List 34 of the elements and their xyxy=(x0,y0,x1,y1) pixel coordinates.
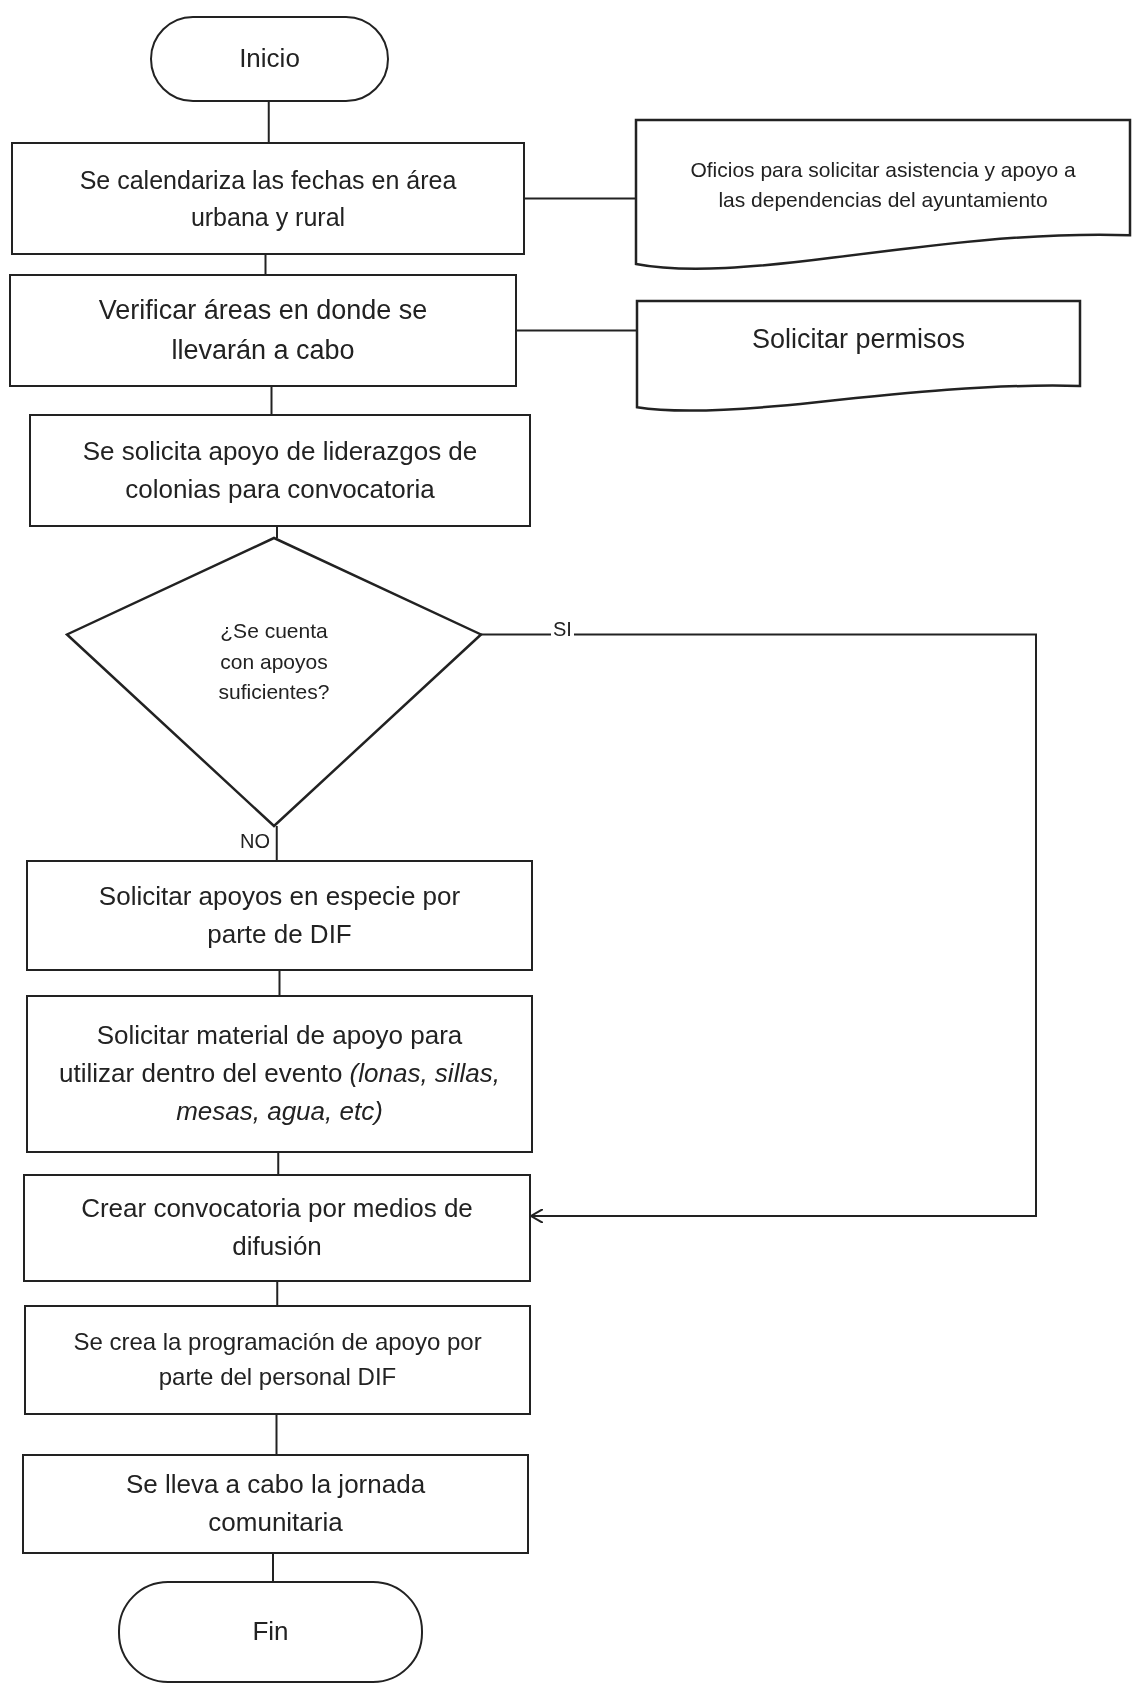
process-box xyxy=(24,1305,531,1415)
process-box xyxy=(26,860,533,971)
connector xyxy=(516,329,638,332)
connector xyxy=(267,101,270,143)
connector xyxy=(275,1414,278,1455)
process-box xyxy=(22,1454,529,1554)
node-text: Solicitar apoyos en especie por parte de DIF xyxy=(97,879,462,951)
connector xyxy=(524,197,637,200)
connector xyxy=(275,825,278,861)
node-text: Oficios para solicitar asistencia y apoyo a las dependencias del ayuntamiento xyxy=(689,156,1077,213)
node-text: Se crea la programación de apoyo por parte del personal DIF xyxy=(72,1327,483,1392)
node-text: Verificar áreas en donde se llevarán a cabo xyxy=(97,294,429,367)
process-box xyxy=(9,274,517,387)
process-box xyxy=(11,142,525,255)
connector xyxy=(272,1553,274,1582)
node-text: Inicio xyxy=(239,42,300,76)
connector xyxy=(277,1152,280,1175)
process-box xyxy=(23,1174,531,1282)
connector xyxy=(480,633,1037,1224)
connector xyxy=(276,1281,279,1306)
connector xyxy=(264,254,267,275)
node-text: Crear convocatoria por medios de difusión xyxy=(80,1192,474,1263)
node-text: Se lleva a cabo la jornada comunitaria xyxy=(124,1468,427,1539)
node-text: Fin xyxy=(252,1615,289,1649)
node-text: Se calendariza las fechas en área urbana y rural xyxy=(78,165,458,233)
node-text: Solicitar permisos xyxy=(751,323,966,357)
node-text: ¿Se cuenta con apoyos suficientes? xyxy=(217,618,331,706)
process-box xyxy=(26,995,533,1153)
connector xyxy=(276,526,278,539)
process-box xyxy=(29,414,531,527)
node-text: Se solicita apoyo de liderazgos de colonias para convocatoria xyxy=(81,434,479,506)
node-text: Solicitar material de apoyo para utilizar dentro del evento (lonas, sillas, mesas, agua, etc) xyxy=(58,1019,501,1128)
connector xyxy=(270,386,273,415)
connector xyxy=(278,970,281,996)
